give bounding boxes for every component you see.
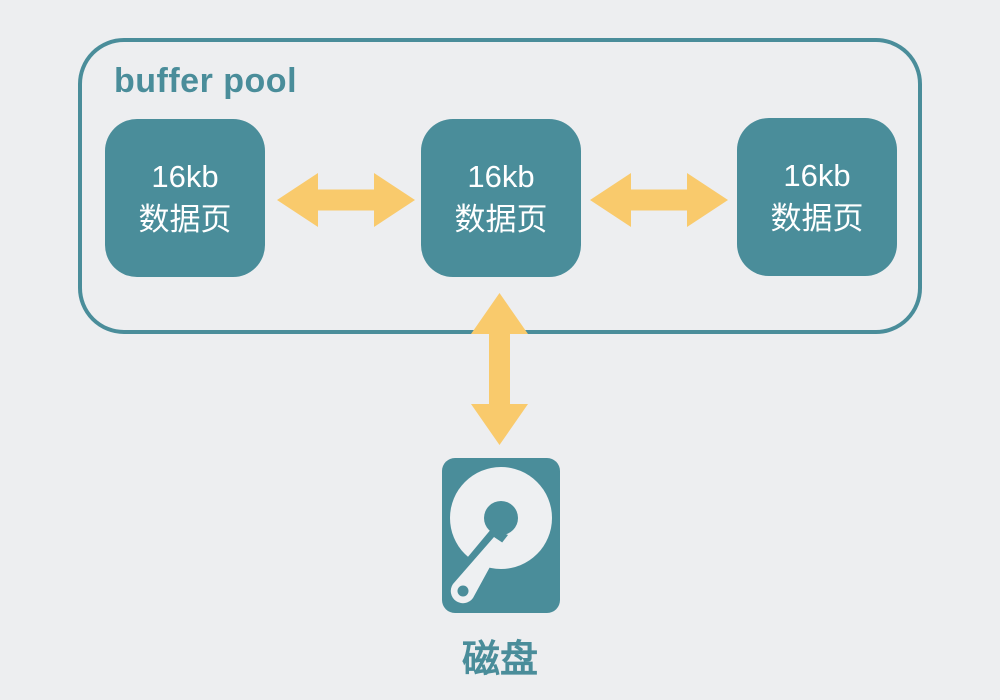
data-page-box-3: 16kb 数据页	[737, 118, 897, 276]
bidirectional-vertical-arrow-icon	[471, 293, 528, 445]
data-page-label: 数据页	[454, 202, 548, 237]
bidirectional-horizontal-arrow-icon-2	[590, 173, 728, 227]
bidirectional-horizontal-arrow-icon-1	[277, 173, 415, 227]
buffer-pool-title: buffer pool	[114, 62, 298, 100]
data-page-box-1: 16kb 数据页	[105, 119, 265, 277]
data-page-box-2: 16kb 数据页	[421, 119, 581, 277]
data-page-label: 数据页	[138, 202, 232, 237]
data-page-size: 16kb	[467, 159, 535, 194]
data-page-label: 数据页	[770, 201, 864, 236]
hard-disk-icon	[442, 458, 560, 613]
data-page-size: 16kb	[151, 159, 219, 194]
data-page-size: 16kb	[783, 158, 851, 193]
disk-label: 磁盘	[461, 639, 538, 681]
